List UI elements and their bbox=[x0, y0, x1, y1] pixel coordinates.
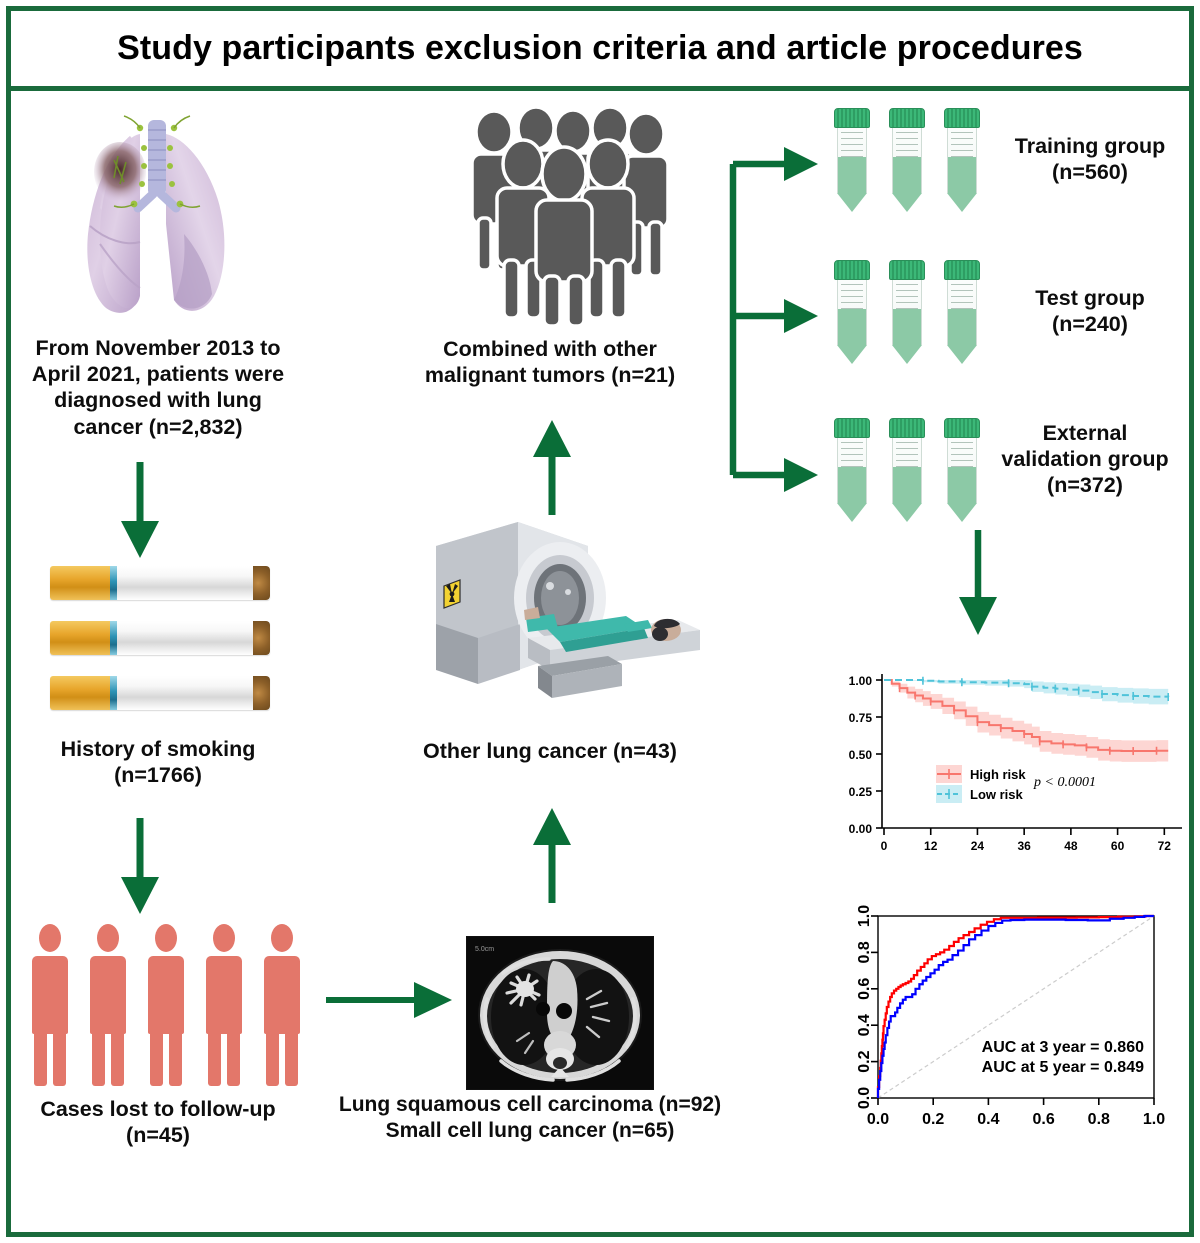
svg-text:0.8: 0.8 bbox=[1088, 1111, 1110, 1128]
svg-text:AUC at 5 year = 0.849: AUC at 5 year = 0.849 bbox=[982, 1059, 1144, 1076]
svg-text:5.0cm: 5.0cm bbox=[475, 946, 494, 953]
svg-text:0.2: 0.2 bbox=[922, 1111, 944, 1128]
crowd-of-people-icon bbox=[448, 105, 698, 328]
figure-title-bar: Study participants exclusion criteria an… bbox=[11, 11, 1189, 91]
svg-text:36: 36 bbox=[1017, 839, 1031, 853]
arrow-middle-2 bbox=[533, 808, 571, 903]
page-title: Study participants exclusion criteria an… bbox=[117, 29, 1083, 67]
svg-text:1.0: 1.0 bbox=[856, 905, 873, 927]
svg-text:48: 48 bbox=[1064, 839, 1078, 853]
arrow-left-2 bbox=[121, 818, 159, 914]
right-group-3-label: External validation group (n=372) bbox=[1001, 421, 1169, 498]
svg-text:0.8: 0.8 bbox=[856, 941, 873, 963]
svg-text:1.00: 1.00 bbox=[849, 674, 873, 688]
svg-text:0.0: 0.0 bbox=[856, 1087, 873, 1109]
svg-text:0.75: 0.75 bbox=[849, 711, 873, 725]
svg-text:1.0: 1.0 bbox=[1143, 1111, 1165, 1128]
svg-text:0.4: 0.4 bbox=[977, 1111, 999, 1128]
kaplan-meier-chart: 0.00 0.25 0.50 0.75 1.00 0 12 24 36 48 60 72 High ri… bbox=[828, 656, 1188, 886]
left-step-3-caption: Cases lost to follow-up (n=45) bbox=[40, 1097, 276, 1148]
chest-ct-scan-image: 5.0cm bbox=[466, 936, 654, 1090]
svg-text:0.6: 0.6 bbox=[1032, 1111, 1054, 1128]
svg-text:0.0: 0.0 bbox=[867, 1111, 889, 1128]
svg-text:High risk: High risk bbox=[970, 767, 1026, 782]
svg-text:0.25: 0.25 bbox=[849, 785, 873, 799]
middle-step-2-caption: Other lung cancer (n=43) bbox=[423, 739, 677, 763]
left-step-2-caption: History of smoking (n=1766) bbox=[60, 737, 256, 788]
middle-step-3-caption: Lung squamous cell carcinoma (n=92) Smal… bbox=[338, 1093, 722, 1142]
svg-text:0.4: 0.4 bbox=[856, 1014, 873, 1036]
right-group-2-label: Test group (n=240) bbox=[1035, 286, 1145, 337]
people-group-icon bbox=[28, 918, 304, 1088]
cigarettes-icon bbox=[50, 566, 270, 716]
test-tube-rack-icon bbox=[832, 418, 982, 526]
svg-text:12: 12 bbox=[924, 839, 938, 853]
svg-text:0.50: 0.50 bbox=[849, 748, 873, 762]
arrow-left-1 bbox=[121, 462, 159, 558]
svg-text:Low risk: Low risk bbox=[970, 787, 1024, 802]
right-group-1-label: Training group (n=560) bbox=[1014, 134, 1166, 185]
svg-text:p < 0.0001: p < 0.0001 bbox=[1033, 775, 1096, 790]
test-tube-rack-icon bbox=[832, 108, 982, 216]
test-tube-rack-icon bbox=[832, 260, 982, 368]
left-step-1-caption: From November 2013 to April 2021, patien… bbox=[31, 336, 285, 439]
arrow-left-to-middle bbox=[326, 982, 452, 1018]
branching-arrows-to-groups bbox=[729, 147, 818, 492]
svg-text:0: 0 bbox=[881, 839, 888, 853]
svg-text:60: 60 bbox=[1111, 839, 1125, 853]
ct-scanner-illustration bbox=[408, 506, 708, 706]
svg-text:72: 72 bbox=[1158, 839, 1172, 853]
svg-text:0.6: 0.6 bbox=[856, 978, 873, 1000]
svg-text:0.00: 0.00 bbox=[849, 822, 873, 836]
arrow-groups-to-charts bbox=[959, 530, 997, 635]
svg-text:0.2: 0.2 bbox=[856, 1050, 873, 1072]
arrow-middle-1 bbox=[533, 420, 571, 515]
svg-text:AUC at 3 year = 0.860: AUC at 3 year = 0.860 bbox=[982, 1039, 1144, 1056]
svg-text:24: 24 bbox=[971, 839, 985, 853]
lungs-illustration bbox=[48, 104, 276, 326]
middle-step-1-caption: Combined with other malignant tumors (n=… bbox=[424, 337, 676, 388]
